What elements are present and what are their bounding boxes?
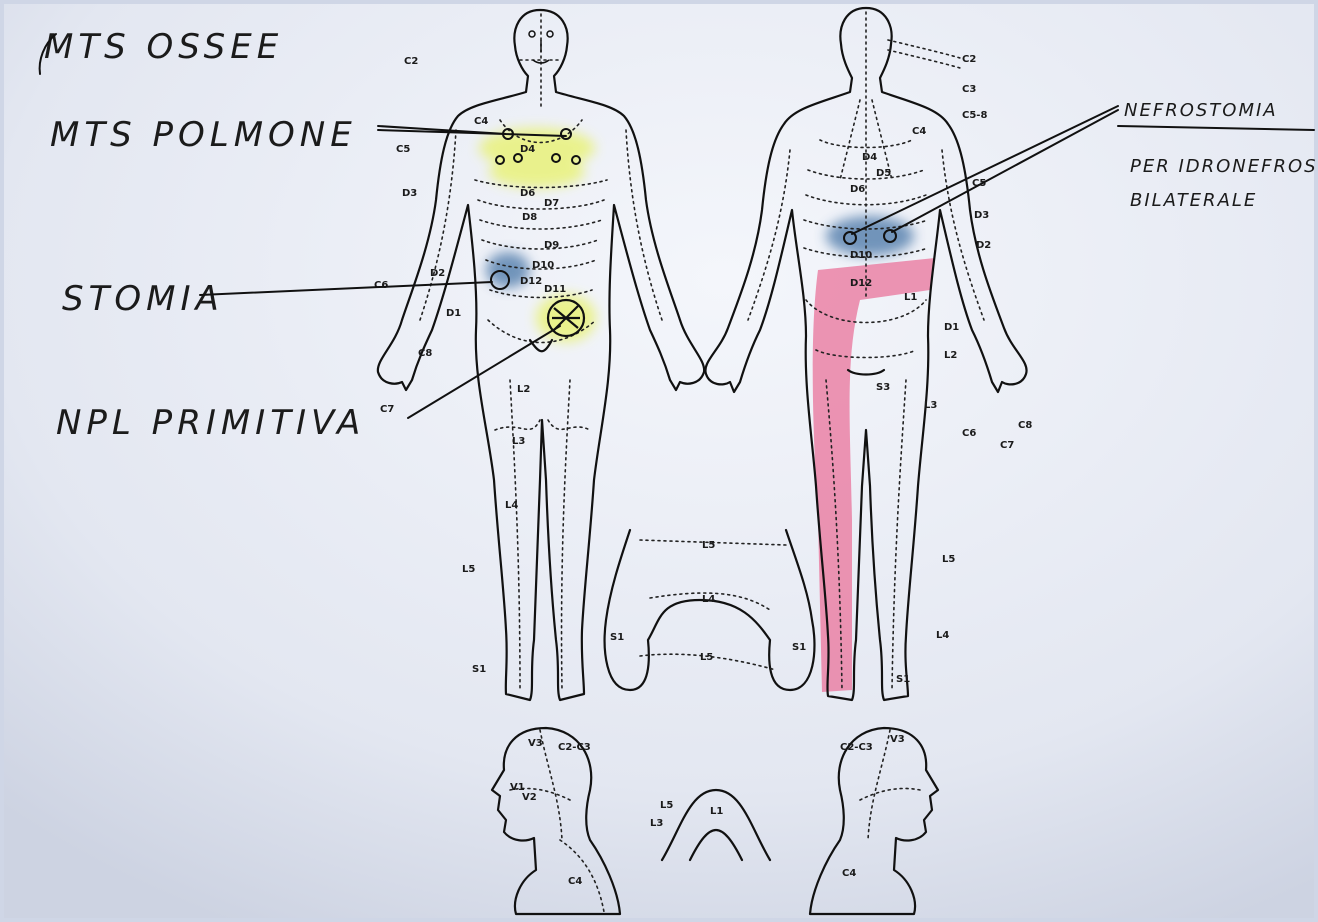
label-head-v2: V2 <box>522 792 537 803</box>
label-rhead-c2c3: C2-C3 <box>840 742 873 753</box>
label-back-d12: D12 <box>850 278 872 289</box>
label-d12: D12 <box>520 276 542 287</box>
mts-ossee-note: MTS OSSEE <box>44 27 283 67</box>
label-per-l3: L3 <box>650 818 663 829</box>
label-rhead-v3: V3 <box>890 734 905 745</box>
label-d10: D10 <box>532 260 554 271</box>
label-back-d1: D1 <box>944 322 959 333</box>
label-c7: C7 <box>380 404 394 415</box>
label-head-v3: V3 <box>528 738 543 749</box>
label-back-l3: L3 <box>924 400 937 411</box>
label-head-c2c3: C2-C3 <box>558 742 591 753</box>
label-c8: C8 <box>418 348 432 359</box>
label-head-c4: C4 <box>568 876 582 887</box>
stomia-note: STOMIA <box>62 279 224 319</box>
mts-polmone-note: MTS POLMONE <box>50 115 357 155</box>
label-back-l1: L1 <box>904 292 917 303</box>
label-head-v1: V1 <box>510 782 525 793</box>
label-feet-s1-left: S1 <box>610 632 624 643</box>
nefro-note-line1: PER IDRONEFROSI <box>1130 156 1318 177</box>
nefrostomia-note: NEFROSTOMIA <box>1124 100 1278 121</box>
label-s1: S1 <box>472 664 486 675</box>
label-feet-l5-top: L5 <box>702 540 715 551</box>
label-back-c8: C8 <box>1018 420 1032 431</box>
label-feet-s1-right: S1 <box>792 642 806 653</box>
label-c4: C4 <box>474 116 488 127</box>
label-back-c2: C2 <box>962 54 976 65</box>
label-per-l1: L1 <box>710 806 723 817</box>
label-back-s1: S1 <box>896 674 910 685</box>
label-d9: D9 <box>544 240 559 251</box>
label-d2: D2 <box>430 268 445 279</box>
label-l2: L2 <box>517 384 530 395</box>
label-l3: L3 <box>512 436 525 447</box>
label-d7: D7 <box>544 198 559 209</box>
label-c5: C5 <box>396 144 410 155</box>
label-c2: C2 <box>404 56 418 67</box>
label-back-d5: D5 <box>876 168 891 179</box>
label-d4: D4 <box>520 144 535 155</box>
label-back-l4: L4 <box>936 630 949 641</box>
label-back-d10: D10 <box>850 250 872 261</box>
label-d1: D1 <box>446 308 461 319</box>
label-d3: D3 <box>402 188 417 199</box>
label-rhead-c4: C4 <box>842 868 856 879</box>
label-d8: D8 <box>522 212 537 223</box>
nefro-note-line2: BILATERALE <box>1130 190 1257 211</box>
label-c6: C6 <box>374 280 388 291</box>
label-l5: L5 <box>462 564 475 575</box>
label-back-d6: D6 <box>850 184 865 195</box>
label-back-l5: L5 <box>942 554 955 565</box>
label-back-c4: C4 <box>912 126 926 137</box>
label-back-c3: C3 <box>962 84 976 95</box>
npl-primitiva-note: NPL PRIMITIVA <box>56 403 365 443</box>
label-l4: L4 <box>505 500 518 511</box>
label-back-d3: D3 <box>974 210 989 221</box>
label-back-l2: L2 <box>944 350 957 361</box>
label-feet-l4: L4 <box>702 594 715 605</box>
label-d11: D11 <box>544 284 566 295</box>
label-d6: D6 <box>520 188 535 199</box>
label-back-c6: C6 <box>962 428 976 439</box>
label-back-s3: S3 <box>876 382 890 393</box>
label-back-c5-8: C5-8 <box>962 110 987 121</box>
label-back-c7: C7 <box>1000 440 1014 451</box>
label-per-l5: L5 <box>660 800 673 811</box>
label-back-d2: D2 <box>976 240 991 251</box>
label-back-d4: D4 <box>862 152 877 163</box>
label-feet-l5-bottom: L5 <box>700 652 713 663</box>
